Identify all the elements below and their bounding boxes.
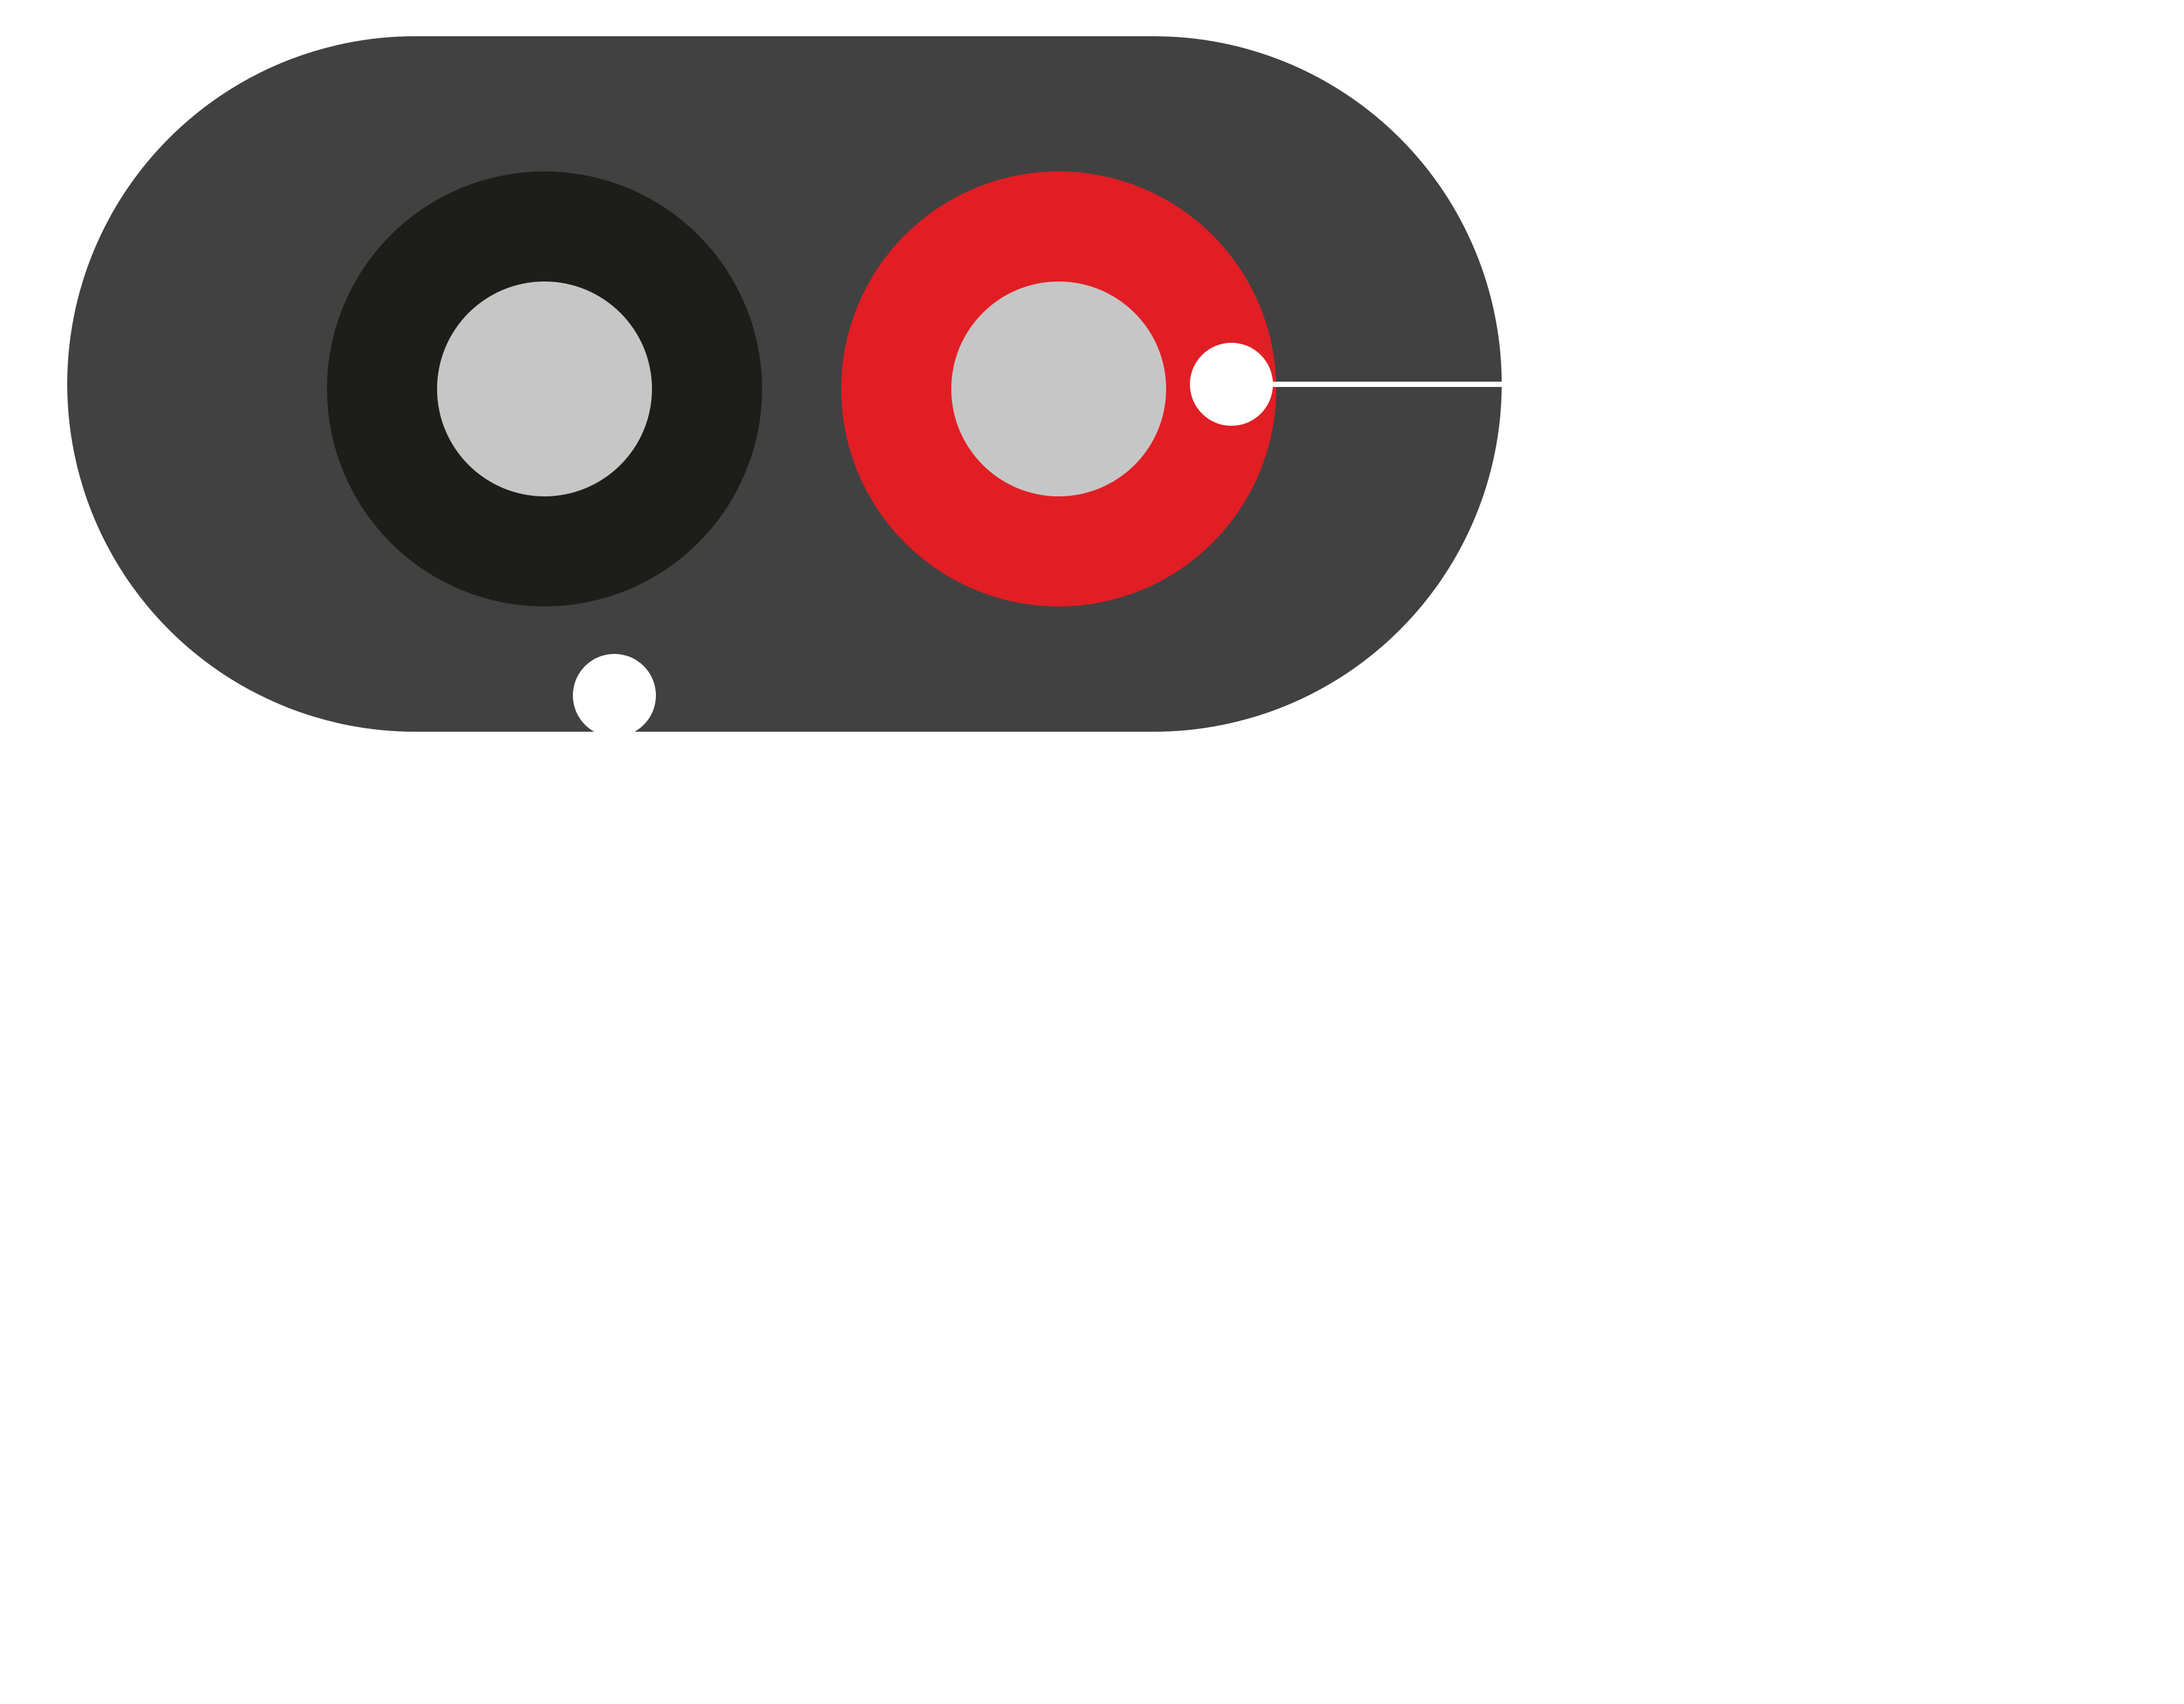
insulation-label: Extruded XLPE Insulation of Core (Red, Y…	[1292, 1044, 2023, 1659]
insulation-label-line-3: of Core (Red,	[1347, 1380, 1941, 1491]
black-core-conductor	[437, 281, 652, 496]
sheath-label-line-1: PVC Outer	[359, 1206, 837, 1316]
insulation-callout-line	[1231, 382, 1677, 1009]
insulation-callout	[1190, 343, 1677, 1009]
insulation-label-line-4: Yellow, Blue)	[1376, 1548, 1939, 1659]
sheath-label: PVC Outer Sheath	[359, 1206, 865, 1484]
insulation-callout-dot	[1190, 343, 1273, 426]
insulation-label-line-2: XLPE Insulation	[1292, 1212, 1995, 1323]
sheath-callout	[573, 654, 656, 1163]
sheath-callout-dot	[573, 654, 656, 737]
red-core-conductor	[951, 281, 1166, 496]
sheath-label-line-2: Sheath	[455, 1374, 768, 1484]
insulation-label-line-1: Extruded	[1446, 1044, 1842, 1155]
